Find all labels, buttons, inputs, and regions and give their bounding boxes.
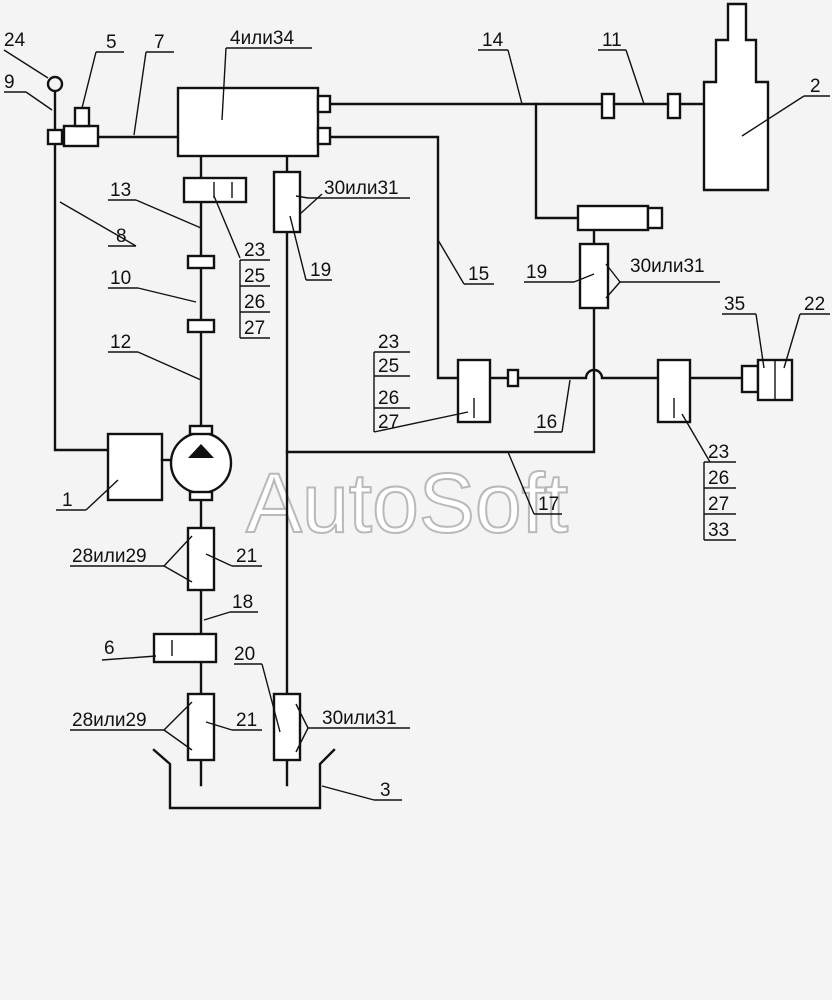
label-12: 12 <box>110 332 131 353</box>
line-15 <box>328 135 460 380</box>
drive-1 <box>106 432 164 502</box>
hose-10-end-a <box>186 254 216 270</box>
distributor-port-2 <box>316 126 332 146</box>
valve-5 <box>62 124 100 148</box>
hose-11-end-b <box>666 92 682 120</box>
label-11: 11 <box>602 30 622 51</box>
label-28a: 28или29 <box>72 546 147 567</box>
label-24: 24 <box>4 30 26 51</box>
label-16: 16 <box>536 412 557 433</box>
label-15: 15 <box>468 264 489 285</box>
label-33c: 33 <box>708 520 729 541</box>
fitting-35 <box>740 364 760 394</box>
label-13: 13 <box>110 180 131 201</box>
label-19b: 19 <box>526 262 547 283</box>
label-26b: 26 <box>378 388 399 409</box>
hose-10-end-b <box>186 318 216 334</box>
label-4: 4или34 <box>230 28 294 49</box>
block-15 <box>456 358 492 424</box>
label-26c: 26 <box>708 468 729 489</box>
label-30c: 30или31 <box>322 708 397 729</box>
line-14-branch <box>534 102 580 220</box>
fitting-16 <box>506 368 520 388</box>
watermark: AutoSoft <box>246 456 568 550</box>
fitting-20 <box>272 692 302 762</box>
label-27a: 27 <box>244 318 265 339</box>
label-3: 3 <box>380 780 391 801</box>
label-21b: 21 <box>236 710 257 731</box>
label-10: 10 <box>110 268 131 289</box>
fitting-9 <box>46 128 64 146</box>
cylinder-2 <box>702 2 770 192</box>
pump-port-bottom <box>188 490 214 502</box>
label-2: 2 <box>810 76 821 97</box>
distributor-4 <box>176 86 320 158</box>
label-23c: 23 <box>708 442 729 463</box>
distributor-port-1 <box>316 94 332 114</box>
label-20: 20 <box>234 644 255 665</box>
label-27c: 27 <box>708 494 729 515</box>
label-23a: 23 <box>244 240 265 261</box>
label-1: 1 <box>62 490 73 511</box>
label-7: 7 <box>154 32 165 53</box>
label-21a: 21 <box>236 546 257 567</box>
line-17 <box>285 308 596 454</box>
label-18: 18 <box>232 592 253 613</box>
valve-5-top <box>73 106 91 128</box>
line-16 <box>488 368 744 380</box>
label-5: 5 <box>106 32 117 53</box>
pump-icon <box>169 431 233 495</box>
pump-port-top <box>188 424 214 436</box>
label-14: 14 <box>482 30 504 51</box>
label-23b: 23 <box>378 332 399 353</box>
fitting-21b <box>186 692 216 762</box>
fitting-19b <box>578 242 610 310</box>
fitting-21a <box>186 526 216 592</box>
label-28b: 28или29 <box>72 710 147 731</box>
pump-arrow-icon <box>188 444 214 458</box>
label-17: 17 <box>538 494 559 515</box>
leader-lines <box>3 47 830 801</box>
label-30b: 30или31 <box>630 256 705 277</box>
line-8 <box>53 143 110 452</box>
label-8: 8 <box>116 226 127 247</box>
label-30a: 30или31 <box>324 178 399 199</box>
label-25b: 25 <box>378 356 399 377</box>
label-22: 22 <box>804 294 825 315</box>
label-26a: 26 <box>244 292 265 313</box>
label-27b: 27 <box>378 412 399 433</box>
label-19a: 19 <box>310 260 331 281</box>
component-6 <box>152 632 218 664</box>
fitting-19a <box>272 170 302 234</box>
valve-14 <box>576 204 650 232</box>
hose-11-end-a <box>600 92 616 120</box>
label-9: 9 <box>4 72 15 93</box>
tank-3 <box>152 748 336 810</box>
ring-24-icon <box>46 75 64 93</box>
label-6: 6 <box>104 638 115 659</box>
valve-14-cap <box>646 206 664 230</box>
label-35: 35 <box>724 294 745 315</box>
label-25a: 25 <box>244 266 265 287</box>
